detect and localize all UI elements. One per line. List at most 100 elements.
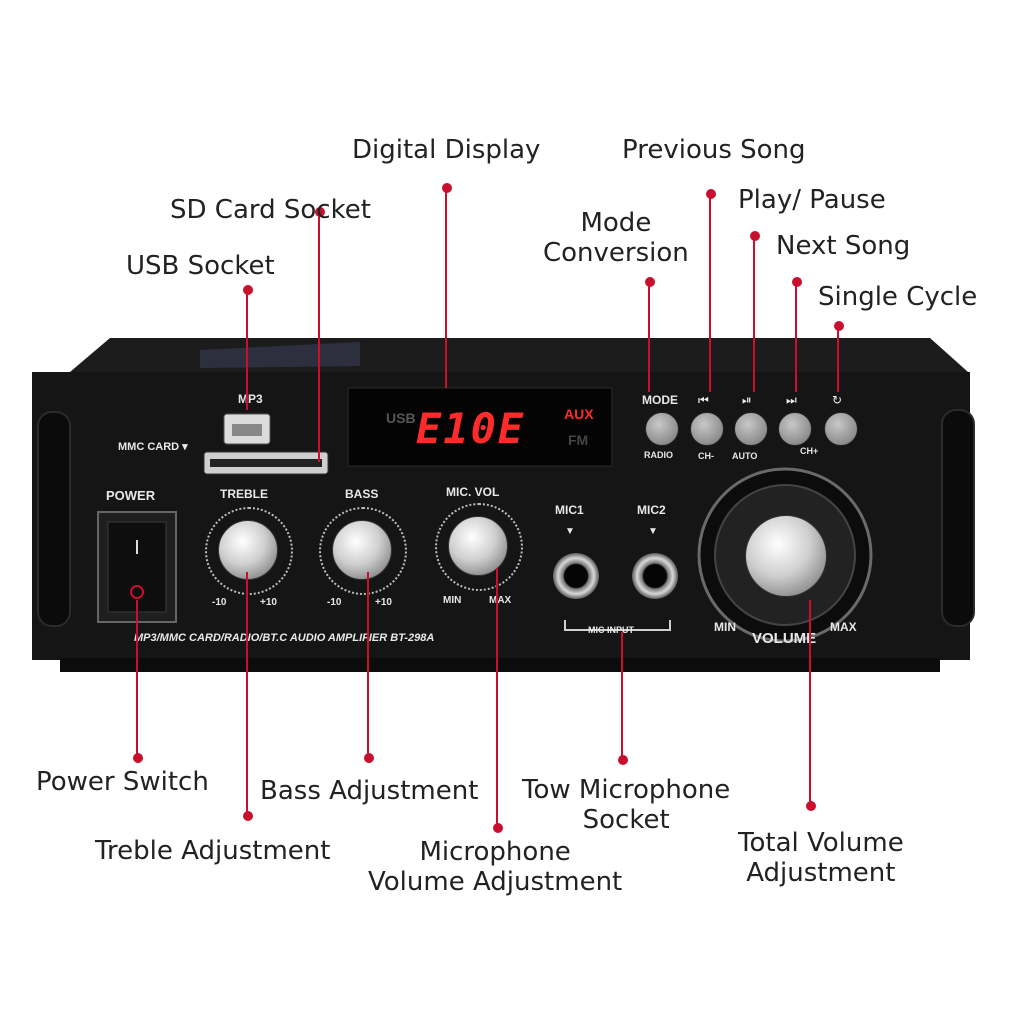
left-handle	[37, 411, 71, 627]
power-switch-rocker	[107, 521, 167, 613]
mic1-jack[interactable]	[553, 553, 599, 599]
mic-input-label: MIC INPUT	[588, 625, 634, 635]
power-label: POWER	[106, 488, 156, 503]
mic-vol-knob-scale	[435, 503, 523, 591]
ch-plus-label: CH+	[800, 446, 819, 456]
leader-bass	[367, 572, 369, 758]
leader-play-pause	[753, 236, 755, 392]
dot-previous	[706, 189, 716, 199]
amplifier-top-cover	[70, 338, 968, 372]
dot-usb	[243, 285, 253, 295]
leader-total-volume	[809, 600, 811, 806]
dot-play-pause	[750, 231, 760, 241]
leader-mic-socket	[621, 632, 623, 760]
display-usb-indicator: USB	[386, 410, 416, 426]
amplifier-top-label	[200, 342, 360, 368]
callout-play-pause: Play/ Pause	[738, 185, 886, 215]
callout-treble-adjustment: Treble Adjustment	[95, 836, 331, 866]
callout-digital-display: Digital Display	[352, 135, 541, 165]
mode-label: MODE	[642, 393, 678, 407]
bass-knob[interactable]	[332, 520, 392, 580]
master-volume-knob[interactable]	[745, 515, 827, 597]
mp3-label: MP3	[238, 392, 263, 406]
display-fm-indicator: FM	[568, 432, 589, 448]
dot-mic-vol	[493, 823, 503, 833]
callout-tow-mic-line2: Socket	[582, 804, 670, 835]
callout-tow-mic-line1: Tow Microphone	[522, 775, 731, 805]
callout-total-volume: Total Volume Adjustment	[738, 828, 904, 889]
bass-min-label: -10	[327, 597, 342, 608]
callout-total-vol-line1: Total Volume	[738, 828, 904, 858]
callout-microphone-volume: Microphone Volume Adjustment	[368, 837, 623, 898]
right-handle	[941, 409, 975, 627]
mmc-card-label: MMC CARD ▾	[118, 441, 188, 453]
treble-label: TREBLE	[220, 487, 268, 501]
dot-bass	[364, 753, 374, 763]
volume-min-label: MIN	[714, 620, 736, 634]
treble-knob-scale	[205, 507, 293, 595]
callout-total-vol-line2: Adjustment	[746, 857, 896, 888]
callout-mic-vol-line1: Microphone	[419, 837, 571, 867]
mic2-arrow: ▼	[648, 526, 658, 537]
play-pause-icon: ⏯	[742, 393, 752, 407]
mic-min-label: MIN	[443, 595, 462, 606]
dot-sd-card	[315, 207, 325, 217]
callout-power-switch: Power Switch	[36, 767, 209, 797]
next-icon: ⏭	[786, 393, 797, 407]
volume-max-label: MAX	[830, 620, 857, 634]
dot-next	[792, 277, 802, 287]
leader-usb	[246, 290, 248, 410]
mic-volume-knob[interactable]	[448, 516, 508, 576]
dot-single-cycle	[834, 321, 844, 331]
treble-knob[interactable]	[218, 520, 278, 580]
leader-single-cycle	[837, 326, 839, 392]
previous-song-button[interactable]	[690, 412, 724, 446]
mic1-arrow: ▼	[565, 526, 575, 537]
leader-previous	[709, 194, 711, 392]
mic-max-label: MAX	[489, 595, 512, 606]
callout-sd-card-socket: SD Card Socket	[170, 195, 371, 225]
mic-vol-label: MIC. VOL	[446, 485, 500, 499]
bass-knob-scale	[319, 507, 407, 595]
dot-mode	[645, 277, 655, 287]
callout-mode-conversion: Mode Conversion	[543, 208, 689, 269]
dot-power	[133, 753, 143, 763]
play-pause-button[interactable]	[734, 412, 768, 446]
leader-power	[136, 600, 138, 758]
dot-total-volume	[806, 801, 816, 811]
treble-min-label: -10	[212, 597, 227, 608]
volume-label: VOLUME	[752, 630, 817, 647]
callout-previous-song: Previous Song	[622, 135, 806, 165]
dot-treble	[243, 811, 253, 821]
callout-mic-vol-line2: Volume Adjustment	[368, 866, 623, 897]
leader-next	[795, 282, 797, 392]
leader-digital-display	[445, 188, 447, 388]
display-aux-indicator: AUX	[564, 406, 594, 422]
auto-label: AUTO	[732, 451, 758, 461]
leader-sd-card	[318, 212, 320, 462]
callout-mode-line2: Conversion	[543, 237, 689, 268]
ch-minus-label: CH-	[698, 451, 714, 461]
callout-tow-microphone-socket: Tow Microphone Socket	[522, 775, 731, 836]
mic1-label: MIC1	[555, 503, 584, 517]
usb-port	[223, 413, 271, 445]
mic2-jack[interactable]	[632, 553, 678, 599]
callout-bass-adjustment: Bass Adjustment	[260, 776, 479, 806]
single-cycle-button[interactable]	[824, 412, 858, 446]
treble-max-label: +10	[260, 597, 277, 608]
callout-usb-socket: USB Socket	[126, 251, 275, 281]
leader-mode	[648, 282, 650, 392]
display-digits: E10E	[416, 404, 526, 453]
sd-card-slot	[203, 451, 329, 475]
mode-button[interactable]	[645, 412, 679, 446]
callout-single-cycle: Single Cycle	[818, 282, 978, 312]
dot-mic-socket	[618, 755, 628, 765]
next-song-button[interactable]	[778, 412, 812, 446]
prev-icon: ⏮	[698, 393, 709, 407]
leader-mic-vol	[496, 568, 498, 828]
callout-next-song: Next Song	[776, 231, 911, 261]
callout-mode-line1: Mode	[580, 208, 652, 238]
mic2-label: MIC2	[637, 503, 666, 517]
dot-digital-display	[442, 183, 452, 193]
model-line: MP3/MMC CARD/RADIO/BT.C AUDIO AMPLIFIER …	[134, 632, 435, 644]
